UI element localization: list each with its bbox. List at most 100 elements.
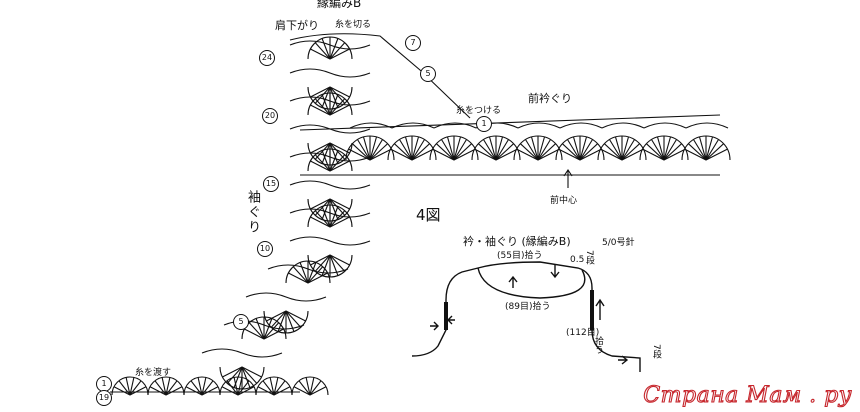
stitch-stroke: [285, 310, 302, 328]
stitch-stroke: [321, 254, 331, 276]
stitch-stroke: [307, 272, 328, 284]
stitch-stroke: [483, 139, 497, 161]
stitch-stroke: [329, 254, 350, 266]
shell-arc: [263, 310, 309, 334]
chain-loop: [601, 122, 645, 129]
stitch-stroke: [314, 42, 331, 60]
shell-arc: [291, 376, 329, 396]
stitch-stroke: [305, 377, 311, 396]
stitch-stroke: [329, 206, 339, 228]
stitch-stroke: [310, 160, 331, 172]
shell-arc: [255, 376, 293, 396]
chain-loop: [643, 122, 687, 129]
figure-caption: 衿・袖ぐり (縁編みB): [463, 235, 571, 248]
stitch-stroke: [226, 380, 239, 396]
stitch-stroke: [321, 94, 331, 116]
stitch-stroke: [495, 143, 514, 161]
row-marker: 24: [259, 50, 275, 66]
stitch-stroke: [129, 386, 147, 396]
stitch-stroke: [329, 198, 339, 220]
stitch-stroke: [579, 139, 593, 161]
stitch-stroke: [321, 38, 331, 60]
stitch-stroke: [237, 380, 250, 396]
stitch-stroke: [446, 136, 455, 161]
stitch-stroke: [357, 139, 371, 161]
stitch-stroke: [404, 136, 413, 161]
stitch-stroke: [684, 148, 707, 161]
stitch-stroke: [646, 143, 665, 161]
stitch-stroke: [314, 254, 331, 272]
stitch-stroke: [572, 136, 581, 161]
stitch-stroke: [226, 366, 243, 384]
stitch-stroke: [579, 136, 588, 161]
stitch-stroke: [537, 143, 556, 161]
stitch-stroke: [432, 148, 455, 161]
stitch-stroke: [394, 143, 413, 161]
front-neck-label: 前衿ぐり: [528, 92, 572, 105]
stitch-stroke: [154, 380, 167, 396]
chain-loop: [559, 122, 603, 129]
stitch-stroke: [453, 136, 462, 161]
row-marker: 20: [262, 108, 278, 124]
pick-up-89: (89目)拾う: [505, 302, 551, 312]
chain-loop: [267, 264, 349, 274]
pick-up-112-suffix: 拾う: [593, 336, 603, 354]
stitch-stroke: [118, 380, 131, 396]
shell-arc: [307, 36, 353, 60]
stitch-stroke: [352, 143, 371, 161]
shell-arc: [307, 148, 353, 172]
stitch-stroke: [369, 136, 378, 161]
stitch-stroke: [369, 143, 388, 161]
stitch-stroke: [663, 148, 686, 161]
stitch-stroke: [688, 143, 707, 161]
stitch-stroke: [309, 377, 315, 396]
stitch-stroke: [453, 143, 472, 161]
attach-yarn-label: 糸をつける: [456, 106, 502, 116]
stitch-stroke: [604, 143, 623, 161]
chain-loop: [289, 68, 371, 78]
stitch-stroke: [537, 139, 551, 161]
stitch-stroke: [329, 42, 346, 60]
stitch-stroke: [237, 386, 255, 396]
stitch-stroke: [663, 139, 677, 161]
stitch-stroke: [329, 94, 339, 116]
row-marker: 10: [257, 241, 273, 257]
stitch-stroke: [321, 86, 331, 108]
title-top-label: 縁編みB: [317, 0, 362, 10]
stitch-stroke: [273, 386, 291, 396]
stitch-stroke: [411, 139, 425, 161]
stitch-stroke: [321, 206, 331, 228]
stitch-stroke: [614, 136, 623, 161]
stitch-stroke: [310, 48, 331, 60]
stitch-stroke: [248, 322, 265, 340]
stitch-stroke: [255, 318, 265, 340]
stitch-stroke: [537, 148, 560, 161]
stitch-stroke: [453, 139, 467, 161]
stitch-stroke: [241, 366, 251, 388]
row-marker: 7: [405, 35, 421, 51]
stitch-stroke: [411, 148, 434, 161]
stitch-stroke: [113, 386, 131, 396]
shell-arc: [555, 135, 605, 161]
stitch-stroke: [478, 143, 497, 161]
top-edge-chain: [299, 114, 721, 131]
stitch-stroke: [329, 142, 350, 154]
stitch-stroke: [525, 139, 539, 161]
stitch-stroke: [329, 198, 350, 210]
shell-arc: [219, 376, 257, 396]
stitch-stroke: [309, 386, 327, 396]
stitch-stroke: [241, 366, 262, 378]
needle-size: 5/0号針: [602, 238, 635, 248]
stitch-stroke: [390, 148, 413, 161]
chain-loop: [201, 348, 283, 358]
stitch-stroke: [520, 143, 539, 161]
rows-label: 7段: [584, 250, 594, 265]
stitch-stroke: [329, 48, 350, 60]
chain-loop: [289, 208, 371, 218]
shell-arc: [307, 92, 353, 116]
stitch-stroke: [558, 148, 581, 161]
stitch-stroke: [262, 380, 275, 396]
stitch-stroke: [329, 38, 339, 60]
stitch-stroke: [241, 366, 258, 384]
shell-arc: [183, 376, 221, 396]
